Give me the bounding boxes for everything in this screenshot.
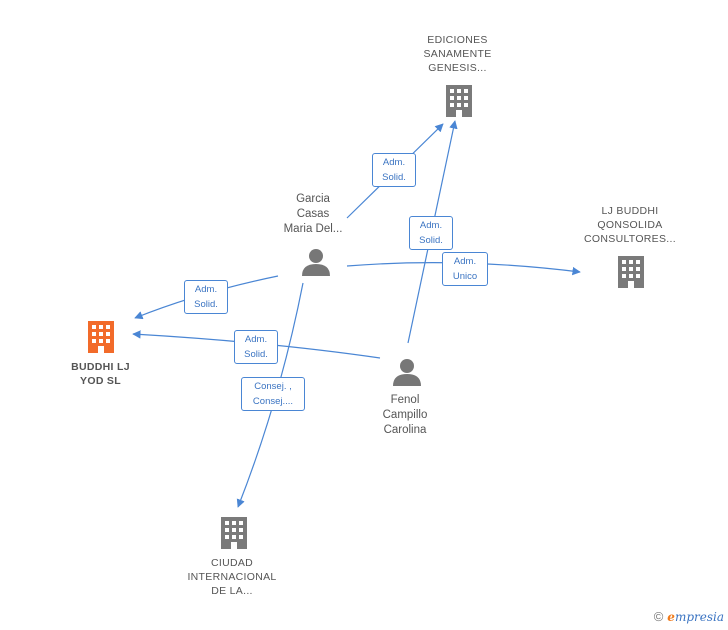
node-label-buddhi-lj-yod[interactable]: BUDDHI LJ YOD SL xyxy=(71,361,130,387)
edge-label-garcia-lj: Adm. Unico xyxy=(442,252,488,286)
node-label-ediciones[interactable]: EDICIONES SANAMENTE GENESIS... xyxy=(423,34,492,74)
node-label-lj-buddhi-qonsolida[interactable]: LJ BUDDHI QONSOLIDA CONSULTORES... xyxy=(584,205,676,245)
building-icon xyxy=(618,256,644,288)
edge-label-fenol-buddhi: Adm. Solid. xyxy=(234,330,278,364)
node-label-garcia[interactable]: Garcia Casas Maria Del... xyxy=(283,193,343,235)
brand-logo[interactable]: empresia xyxy=(667,609,724,624)
building-icon-highlight xyxy=(88,321,114,353)
node-label-ciudad[interactable]: CIUDAD INTERNACIONAL DE LA... xyxy=(187,557,277,597)
person-icon xyxy=(302,249,330,276)
edge-label-garcia-ciudad: Consej. , Consej.... xyxy=(241,377,305,411)
person-icon xyxy=(393,359,421,386)
node-label-fenol[interactable]: Fenol Campillo Carolina xyxy=(382,394,428,436)
edge-label-garcia-buddhi: Adm. Solid. xyxy=(184,280,228,314)
edge-label-fenol-ediciones: Adm. Solid. xyxy=(409,216,453,250)
building-icon xyxy=(446,85,472,117)
copyright-symbol: © xyxy=(653,609,664,624)
footer-watermark: © empresia xyxy=(654,609,724,624)
building-icon xyxy=(221,517,247,549)
edge-label-garcia-ediciones: Adm. Solid. xyxy=(372,153,416,187)
